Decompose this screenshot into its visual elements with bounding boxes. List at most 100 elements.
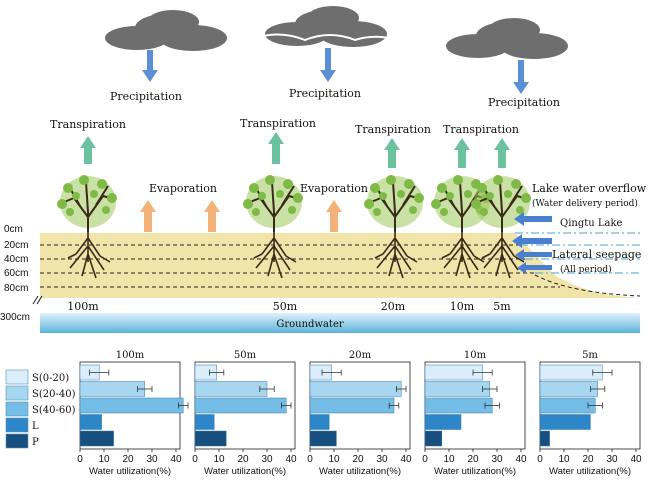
- arrow-down-icon: [513, 60, 529, 94]
- arrow-up-icon: [326, 200, 342, 232]
- lateral-seepage-sub-label: (All period): [560, 264, 612, 275]
- tick-label: 10: [213, 454, 225, 465]
- soil-layer-lines: [40, 244, 641, 297]
- depth-label: 40cm: [4, 254, 28, 265]
- x-axis-label: Water utilization(%): [89, 466, 171, 477]
- x-axis-label: Water utilization(%): [319, 466, 401, 477]
- transpiration-label: Transpiration: [240, 117, 316, 130]
- depth-label: 60cm: [4, 268, 28, 279]
- panel-title: 5m: [582, 350, 598, 361]
- groundwater-band: [40, 313, 640, 333]
- precipitation-label: Precipitation: [289, 87, 361, 100]
- legend-swatch: [5, 401, 29, 417]
- bar: [79, 430, 114, 447]
- bar: [424, 397, 493, 414]
- legend: S(0-20)S(20-40)S(40-60)LP: [5, 369, 76, 449]
- panel-title: 20m: [349, 350, 372, 361]
- bar: [194, 381, 268, 397]
- precipitation-label: Precipitation: [110, 90, 182, 103]
- x-axis-label: Water utilization(%): [434, 466, 516, 477]
- tick-label: 40: [630, 454, 642, 465]
- tick-label: 20: [122, 454, 134, 465]
- tick-label: 0: [537, 454, 543, 465]
- transpiration-label: Transpiration: [355, 123, 431, 136]
- distance-label: 100m: [67, 300, 99, 313]
- bar: [309, 430, 337, 447]
- depth-label: 0cm: [4, 224, 23, 235]
- legend-label: S(20-40): [32, 389, 76, 400]
- distance-label: 20m: [381, 300, 406, 313]
- transpiration-label: Transpiration: [443, 123, 519, 136]
- lake-name-label: Qingtu Lake: [560, 218, 623, 229]
- arrow-up-icon: [494, 138, 510, 168]
- legend-swatch: [5, 385, 29, 401]
- groundwater-label: Groundwater: [276, 319, 344, 330]
- tick-label: 10: [558, 454, 570, 465]
- legend-label: P: [32, 437, 39, 448]
- distance-label: 50m: [273, 300, 298, 313]
- arrow-left-icon: [515, 249, 552, 261]
- tick-label: 20: [352, 454, 364, 465]
- tick-label: 10: [443, 454, 455, 465]
- legend-label: L: [32, 421, 39, 432]
- bar: [79, 414, 102, 430]
- bar: [424, 430, 443, 447]
- bar: [309, 381, 402, 397]
- evaporation-label: Evaporation: [149, 182, 217, 195]
- tick-label: 0: [77, 454, 83, 465]
- distance-label: 10m: [450, 300, 475, 313]
- lake-overflow-label: Lake water overflow: [532, 182, 647, 195]
- arrow-up-icon: [204, 200, 220, 232]
- arrow-up-icon: [268, 132, 284, 164]
- depth-label: 20cm: [4, 240, 28, 251]
- bar: [194, 397, 287, 414]
- tick-label: 0: [192, 454, 198, 465]
- panel-title: 50m: [234, 350, 257, 361]
- bar: [539, 381, 598, 397]
- tick-label: 40: [170, 454, 182, 465]
- bar: [424, 414, 462, 430]
- arrow-left-icon: [517, 262, 552, 274]
- tick-label: 20: [237, 454, 249, 465]
- tick-label: 20: [467, 454, 479, 465]
- arrow-up-icon: [140, 200, 156, 232]
- depth-label: 80cm: [4, 283, 28, 294]
- tick-label: 30: [606, 454, 618, 465]
- tick-label: 20: [582, 454, 594, 465]
- bar: [194, 414, 215, 430]
- cloud-icon: [105, 10, 227, 51]
- x-axis-label: Water utilization(%): [204, 466, 286, 477]
- bar: [79, 381, 146, 397]
- bar: [539, 430, 550, 447]
- transpiration-label: Transpiration: [50, 118, 126, 131]
- tick-label: 30: [376, 454, 388, 465]
- lake-water-lines: [515, 232, 640, 274]
- precipitation-label: Precipitation: [488, 96, 560, 109]
- tick-label: 10: [98, 454, 110, 465]
- legend-swatch: [5, 369, 29, 385]
- panel-title: 10m: [464, 350, 487, 361]
- legend-label: S(0-20): [32, 373, 69, 384]
- cloud-icon: [446, 18, 568, 59]
- tick-label: 40: [400, 454, 412, 465]
- bar: [309, 397, 395, 414]
- tick-label: 30: [146, 454, 158, 465]
- bar: [424, 381, 491, 397]
- tick-label: 0: [422, 454, 428, 465]
- distance-label: 5m: [493, 300, 511, 313]
- legend-swatch: [5, 433, 29, 449]
- soil-profile: [40, 233, 640, 298]
- bar: [309, 414, 330, 430]
- tick-label: 40: [515, 454, 527, 465]
- arrow-down-icon: [320, 48, 336, 82]
- tick-label: 40: [285, 454, 297, 465]
- bar: [539, 414, 591, 430]
- bar: [194, 430, 227, 447]
- panel-title: 100m: [116, 350, 145, 361]
